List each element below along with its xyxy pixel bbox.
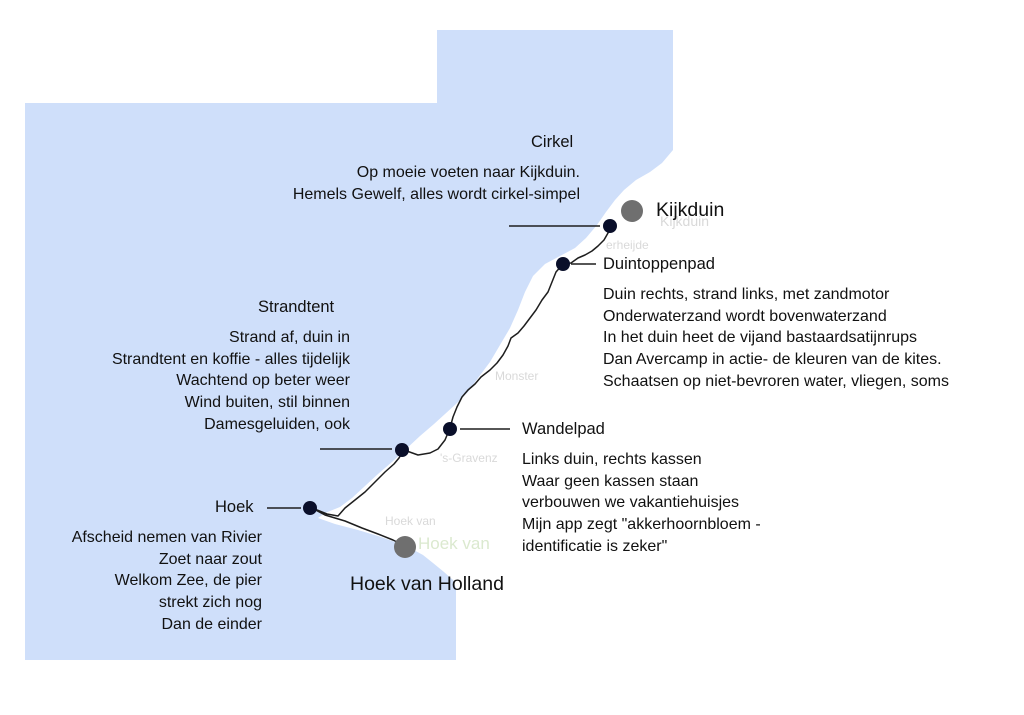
- strandtent-line-5: Damesgeluiden, ook: [204, 415, 350, 433]
- duintoppenpad-line-1: Duin rechts, strand links, met zandmotor: [603, 286, 890, 303]
- hoek-line-5: Dan de einder: [161, 615, 262, 633]
- ghost-label-hoek-small: Hoek van: [385, 514, 436, 528]
- duintoppenpad-line-5: Schaatsen op niet-bevroren water, vliege…: [603, 372, 949, 390]
- strandtent-title: Strandtent: [258, 298, 335, 316]
- hoek-line-4: strekt zich nog: [158, 594, 262, 612]
- cirkel-text: Op moeie voeten naar Kijkduin. Hemels Ge…: [293, 162, 580, 205]
- strandtent-line-3: Wachtend op beter weer: [176, 372, 350, 390]
- wandelpad-line-5: identificatie is zeker": [522, 537, 668, 555]
- duintoppenpad-line-3: In het duin heet de vijand bastaardsatij…: [603, 329, 917, 347]
- wandelpad-title: Wandelpad: [522, 420, 605, 438]
- hoek-line-1: Afscheid nemen van Rivier: [71, 529, 262, 546]
- hoek-line-2: Zoet naar zout: [158, 550, 262, 568]
- wandelpad-text: Links duin, rechts kassen Waar geen kass…: [522, 449, 761, 558]
- hoek-van-holland-town-marker[interactable]: [394, 536, 416, 558]
- wandelpad-stop-marker[interactable]: [443, 422, 457, 436]
- wandelpad-line-1: Links duin, rechts kassen: [522, 451, 702, 468]
- hoek-title: Hoek: [215, 498, 254, 516]
- ghost-label-gravenzande: 's-Gravenz: [440, 451, 498, 465]
- strandtent-text: Strand af, duin in Strandtent en koffie …: [112, 327, 350, 436]
- hoek-van-holland-label: Hoek van Holland: [350, 573, 504, 595]
- duintoppenpad-title: Duintoppenpad: [603, 255, 715, 273]
- strandtent-line-1: Strand af, duin in: [229, 329, 350, 346]
- strandtent-line-4: Wind buiten, stil binnen: [184, 394, 350, 412]
- cirkel-stop-marker[interactable]: [603, 219, 617, 233]
- hoek-line-3: Welkom Zee, de pier: [114, 572, 262, 590]
- hoek-text: Afscheid nemen van Rivier Zoet naar zout…: [72, 527, 262, 636]
- wandelpad-line-3: verbouwen we vakantiehuisjes: [522, 494, 740, 512]
- ghost-label-ter-heijde: erheijde: [606, 238, 649, 252]
- strandtent-stop-marker[interactable]: [395, 443, 409, 457]
- cirkel-line-2: Hemels Gewelf, alles wordt cirkel-simpel: [292, 185, 580, 203]
- ghost-label-kijkduin: Kijkduin: [660, 213, 710, 229]
- cirkel-title: Cirkel: [531, 133, 574, 151]
- duintoppenpad-line-4: Dan Avercamp in actie- de kleuren van de…: [603, 351, 942, 369]
- duintoppenpad-text: Duin rechts, strand links, met zandmotor…: [603, 284, 949, 393]
- ghost-label-monster: Monster: [495, 369, 539, 383]
- kijkduin-label: Kijkduin: [656, 199, 725, 221]
- wandelpad-line-2: Waar geen kassen staan: [522, 472, 699, 490]
- hoek-stop-marker[interactable]: [303, 501, 317, 515]
- duintoppenpad-stop-marker[interactable]: [556, 257, 570, 271]
- sea-area: [25, 30, 673, 660]
- wandelpad-line-4: Mijn app zegt "akkerhoornbloem -: [522, 516, 761, 534]
- strandtent-line-2: Strandtent en koffie - alles tijdelijk: [111, 350, 350, 368]
- kijkduin-town-marker[interactable]: [621, 200, 643, 222]
- duintoppenpad-line-2: Onderwaterzand wordt bovenwaterzand: [603, 307, 887, 325]
- ghost-label-hoek-large: Hoek van: [418, 534, 490, 553]
- cirkel-line-1: Op moeie voeten naar Kijkduin.: [356, 164, 580, 181]
